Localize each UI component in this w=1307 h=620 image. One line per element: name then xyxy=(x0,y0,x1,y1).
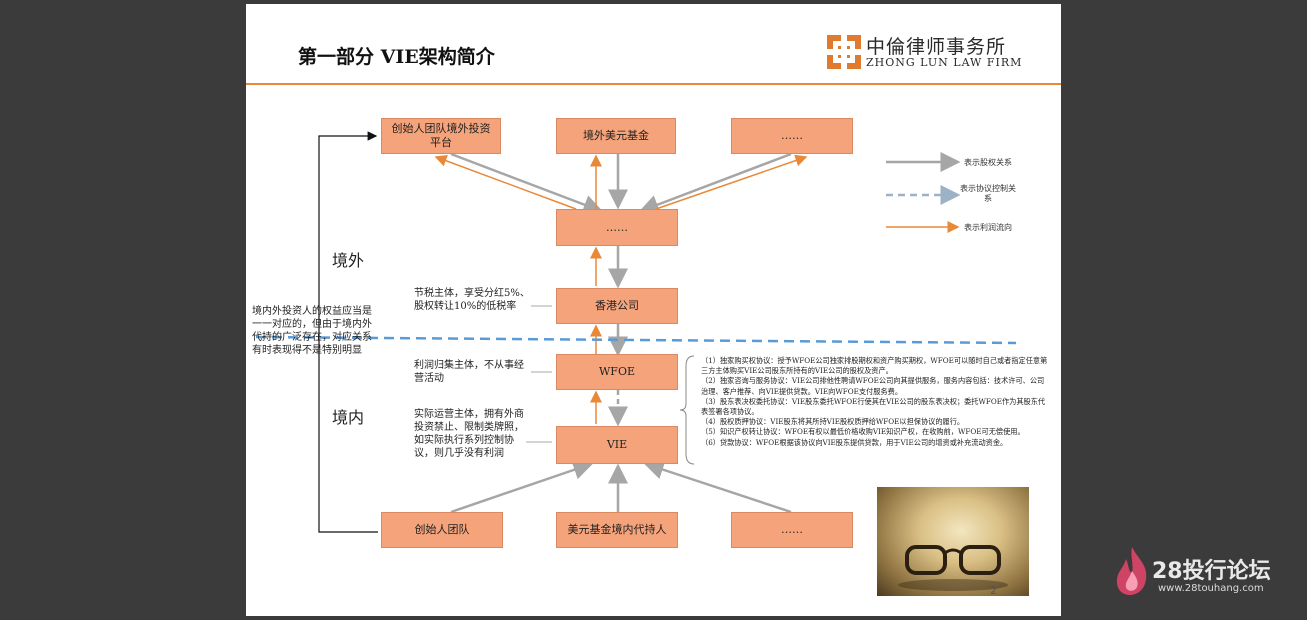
header-divider xyxy=(246,83,1061,85)
box-top-other: …… xyxy=(731,118,853,154)
eyeglasses-icon xyxy=(898,545,1008,591)
note-hk-company: 节税主体，享受分红5%、股权转让10%的低税率 xyxy=(414,288,530,312)
logo-chinese-name: 中倫律师事务所 xyxy=(866,36,1007,58)
box-usd-fund-nominee: 美元基金境内代持人 xyxy=(556,512,678,548)
region-offshore-label: 境外 xyxy=(332,251,365,270)
zhonglun-mark-icon xyxy=(826,34,862,70)
slide: 第一部分 VIE架构简介 中倫律师事务所 ZHONG LUN LAW FIRM xyxy=(246,4,1061,616)
agreement-item: （1）独家购买权协议：授予WFOE公司独家排股期权和资产购买期权，WFOE可以随… xyxy=(701,356,1048,376)
note-wfoe: 利润归集主体，不从事经营活动 xyxy=(414,360,524,384)
glasses-photo xyxy=(877,487,1029,596)
logo-english-name: ZHONG LUN LAW FIRM xyxy=(866,56,1023,69)
watermark-url: www.28touhang.com xyxy=(1158,583,1264,594)
agreement-item: （6）贷款协议：WFOE根据该协议向VIE股东提供贷款，用于VIE公司的增资或补… xyxy=(701,437,1008,447)
legend-profit-label: 表示利润流向 xyxy=(964,223,1012,232)
control-agreements-list: （1）独家购买权协议：授予WFOE公司独家排股期权和资产购买期权，WFOE可以随… xyxy=(701,356,1051,448)
page-number: 2 xyxy=(990,584,997,597)
agreement-item: （5）知识产权转让协议：WFOE有权以最低价格收购VIE知识产权，在收购前，WF… xyxy=(701,427,1025,437)
law-firm-logo: 中倫律师事务所 ZHONG LUN LAW FIRM xyxy=(826,32,1036,72)
box-wfoe: WFOE xyxy=(556,354,678,390)
box-hk-company: 香港公司 xyxy=(556,288,678,324)
box-middle-other: …… xyxy=(556,209,678,246)
slide-title: 第一部分 VIE架构简介 xyxy=(298,46,495,68)
watermark-brand: 28投行论坛 xyxy=(1152,559,1271,584)
region-onshore-label: 境内 xyxy=(332,408,365,427)
note-vie: 实际运营主体，拥有外商投资禁止、限制类牌照，如实际执行系列控制协议，则几乎没有利… xyxy=(414,409,524,459)
box-usd-fund-offshore: 境外美元基金 xyxy=(556,118,676,154)
agreement-item: （4）股权质押协议：VIE股东将其所持VIE股权质押给WFOE以担保协议的履行。 xyxy=(701,417,965,427)
box-bottom-other: …… xyxy=(731,512,853,548)
agreement-item: （3）股东表决权委托协议：VIE股东委托WFOE行使其在VIE公司的股东表决权；… xyxy=(701,396,1046,417)
box-founder-team: 创始人团队 xyxy=(381,512,503,548)
agreement-item: （2）独家咨询与服务协议：VIE公司排他性聘请WFOE公司向其提供服务，服务内容… xyxy=(701,376,1045,396)
legend-equity-label: 表示股权关系 xyxy=(964,158,1012,167)
box-vie: VIE xyxy=(556,426,678,464)
flame-logo-icon xyxy=(1116,547,1147,595)
legend-agreement-label: 表示协议控制关系 xyxy=(960,184,1016,203)
box-founder-offshore-platform: 创始人团队境外投资平台 xyxy=(381,118,501,154)
note-investor-rights: 境内外投资人的权益应当是一一对应的，但由于境内外代持的广泛存在，对应关系有时表现… xyxy=(252,306,372,356)
forum-watermark: 28投行论坛 www.28touhang.com xyxy=(1110,545,1290,600)
structure-connectors xyxy=(255,131,1017,533)
